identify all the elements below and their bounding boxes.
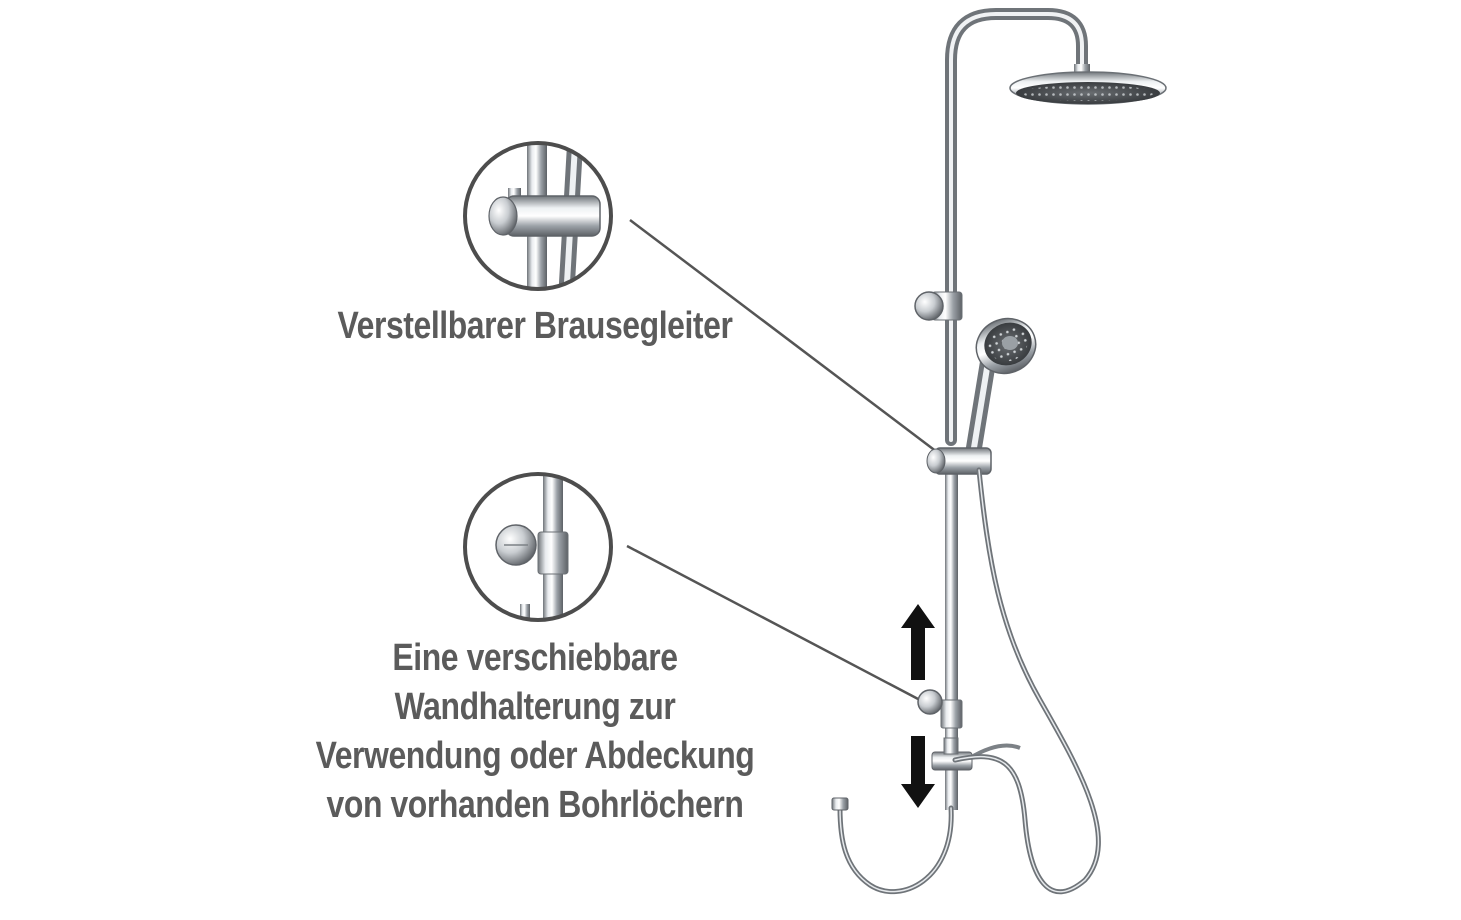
wall-mount-caption: Eine verschiebbare Wandhalterung zur Ver… xyxy=(254,634,817,830)
supply-hose xyxy=(831,797,954,895)
shower-slider xyxy=(926,447,992,475)
shower-riser xyxy=(940,8,1088,810)
slider-caption: Verstellbarer Brausegleiter xyxy=(337,305,733,347)
upper-wall-bracket xyxy=(914,291,963,321)
zoom-circle-wallmount xyxy=(463,472,613,622)
wall-mount-caption-line: Eine verschiebbare xyxy=(392,637,678,679)
wall-mount-caption-line: von vorhanden Bohrlöchern xyxy=(326,784,744,826)
wall-mount-caption-line: Verwendung oder Abdeckung xyxy=(315,735,755,777)
arrow-down-icon xyxy=(901,736,935,808)
lower-wall-bracket xyxy=(917,689,943,715)
leader-line-slider xyxy=(629,219,938,453)
wall-mount-caption-line: Wandhalterung zur xyxy=(394,686,676,728)
shower-hose xyxy=(952,467,1101,895)
rain-shower-head xyxy=(1009,64,1167,105)
hand-shower xyxy=(964,317,1037,468)
leader-line-wallmount xyxy=(626,544,921,702)
zoom-circle-slider xyxy=(463,141,613,291)
arrow-up-icon xyxy=(901,604,935,680)
